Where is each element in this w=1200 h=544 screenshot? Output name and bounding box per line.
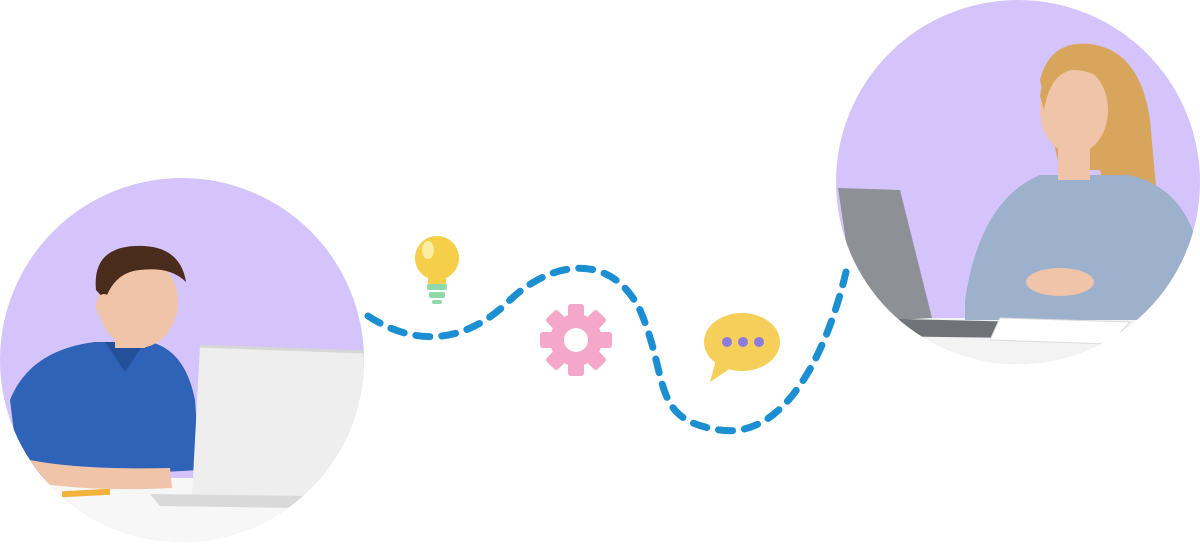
dashed-connector-path: [364, 264, 850, 435]
lightbulb-icon: [415, 236, 459, 304]
student-photo: [0, 178, 364, 542]
chat-bubble-icon: [704, 313, 780, 382]
gear-icon: [540, 304, 612, 376]
teacher-photo: [836, 0, 1200, 364]
